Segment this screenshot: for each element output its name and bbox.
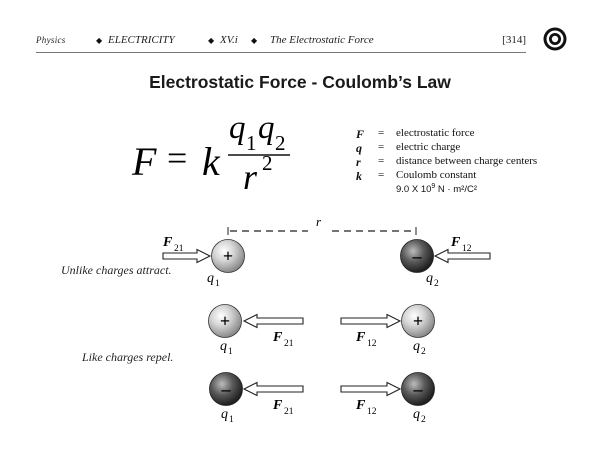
breadcrumb-subtitle: The Electrostatic Force xyxy=(270,34,374,46)
charge-label-subscript: 2 xyxy=(421,347,426,357)
breadcrumb-separator: ◆ xyxy=(96,36,103,45)
minus-sign-icon: – xyxy=(221,379,232,399)
breadcrumb-separator: ◆ xyxy=(208,36,215,45)
force-label-subscript: 21 xyxy=(284,339,294,349)
legend-description: electric charge xyxy=(396,141,461,153)
charge-label: q xyxy=(413,339,420,354)
breadcrumb-subject: Physics xyxy=(36,35,66,45)
distance-marker: r xyxy=(227,214,417,235)
plus-sign-icon: + xyxy=(220,311,230,331)
legend-equals: = xyxy=(378,155,385,167)
positive-charge-sphere xyxy=(211,239,245,273)
minus-sign-icon: – xyxy=(413,379,424,399)
charge-label: q xyxy=(221,407,228,422)
formula-q2: q xyxy=(258,110,275,146)
charge-label-subscript: 1 xyxy=(215,279,220,289)
force-arrow-f21-repel-negative xyxy=(242,381,304,397)
legend-description: Coulomb constant xyxy=(396,169,477,181)
formula-equals: = xyxy=(167,138,187,178)
force-label-subscript: 12 xyxy=(367,339,377,349)
legend-description: electrostatic force xyxy=(396,127,475,139)
page-header: Physics ◆ ELECTRICITY ◆ XV.i ◆ The Elect… xyxy=(36,34,526,50)
legend-symbol: k xyxy=(356,169,362,183)
unlike-charges-caption: Unlike charges attract. xyxy=(61,263,172,277)
force-label: F xyxy=(450,235,461,250)
charge-label-subscript: 2 xyxy=(421,415,426,425)
force-arrow-f12-attract xyxy=(433,248,491,264)
positive-charge-sphere xyxy=(401,304,435,338)
formula-distance: r xyxy=(243,157,258,197)
negative-charge-sphere xyxy=(401,372,435,406)
formula-force: F xyxy=(131,139,157,184)
legend-equals: = xyxy=(378,169,385,181)
formula-q1: q xyxy=(229,110,246,146)
force-label: F xyxy=(272,330,283,345)
legend-description: distance between charge centers xyxy=(396,155,538,167)
force-label: F xyxy=(355,330,366,345)
force-label: F xyxy=(355,398,366,413)
charge-label: q xyxy=(426,271,433,286)
force-arrow-f21-repel xyxy=(242,313,304,329)
force-label-subscript: 12 xyxy=(367,407,377,417)
charge-label-subscript: 1 xyxy=(228,347,233,357)
legend-equals: = xyxy=(378,141,385,153)
charge-label: q xyxy=(220,339,227,354)
negative-charge-sphere xyxy=(400,239,434,273)
force-arrow-f21-attract xyxy=(162,248,212,264)
charge-label: q xyxy=(413,407,420,422)
force-label-subscript: 21 xyxy=(174,244,184,254)
legend-symbol: r xyxy=(356,155,361,169)
positive-charge-sphere xyxy=(208,304,242,338)
plus-sign-icon: + xyxy=(223,246,233,266)
formula-q1-subscript: 1 xyxy=(246,131,257,155)
distance-label: r xyxy=(316,214,322,229)
force-arrow-f12-repel xyxy=(340,313,402,329)
force-label-subscript: 21 xyxy=(284,407,294,417)
breadcrumb-topic: ELECTRICITY xyxy=(108,34,175,46)
minus-sign-icon: – xyxy=(412,246,423,266)
like-charges-caption: Like charges repel. xyxy=(82,350,174,364)
legend-symbol: q xyxy=(356,141,362,155)
force-label-subscript: 12 xyxy=(462,244,472,254)
page-title: Electrostatic Force - Coulomb’s Law xyxy=(149,72,451,92)
force-label: F xyxy=(272,398,283,413)
charge-label-subscript: 1 xyxy=(229,415,234,425)
breadcrumb-separator: ◆ xyxy=(251,36,258,45)
formula-q2-subscript: 2 xyxy=(275,131,286,155)
header-divider xyxy=(36,52,526,53)
legend-symbol: F xyxy=(356,127,365,141)
plus-sign-icon: + xyxy=(413,311,423,331)
negative-charge-sphere xyxy=(209,372,243,406)
formula-power: 2 xyxy=(262,151,273,175)
force-label: F xyxy=(162,235,173,250)
page-number: [314] xyxy=(502,34,526,46)
breadcrumb-section: XV.i xyxy=(220,34,238,46)
legend-equals: = xyxy=(378,127,385,139)
force-arrow-f12-repel-negative xyxy=(340,381,402,397)
formula-constant: k xyxy=(202,139,221,184)
charge-label: q xyxy=(207,271,214,286)
coulomb-constant-value: 9.0 X 109 N · m²/C² xyxy=(396,183,477,196)
target-logo-icon xyxy=(543,27,567,51)
charge-label-subscript: 2 xyxy=(434,279,439,289)
